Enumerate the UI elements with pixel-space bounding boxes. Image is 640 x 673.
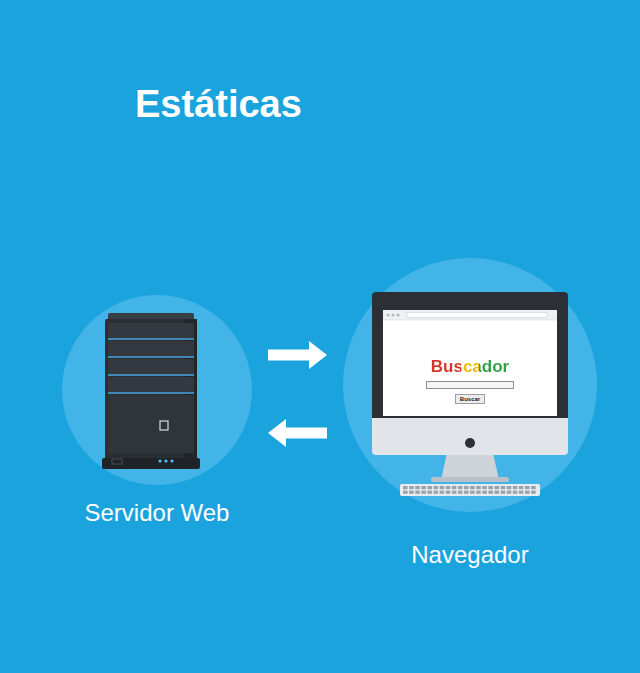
browser-screen: BuscadorBuscar <box>383 310 557 416</box>
flow-arrow <box>268 419 327 447</box>
caption-holder: Servidor Web <box>2 500 312 526</box>
diagram-title: Estáticas <box>135 84 302 126</box>
arrow-shaft <box>285 428 327 439</box>
flow-arrow <box>268 341 327 369</box>
search-box <box>426 381 514 389</box>
server-illustration <box>62 295 252 485</box>
arrow-shaft <box>268 350 310 361</box>
node-label: Servidor Web <box>85 500 230 526</box>
arrow-head <box>309 341 327 369</box>
arrow-head <box>268 419 286 447</box>
server-circle: Servidor Web <box>62 295 252 485</box>
node-label: Navegador <box>411 542 528 568</box>
search-brand: Buscador <box>431 358 509 376</box>
title-holder: Estáticas <box>135 84 302 126</box>
caption-holder: Navegador <box>283 542 640 568</box>
search-button: Buscar <box>455 394 485 404</box>
browser-circle: NavegadorBuscadorBuscar <box>343 258 597 512</box>
